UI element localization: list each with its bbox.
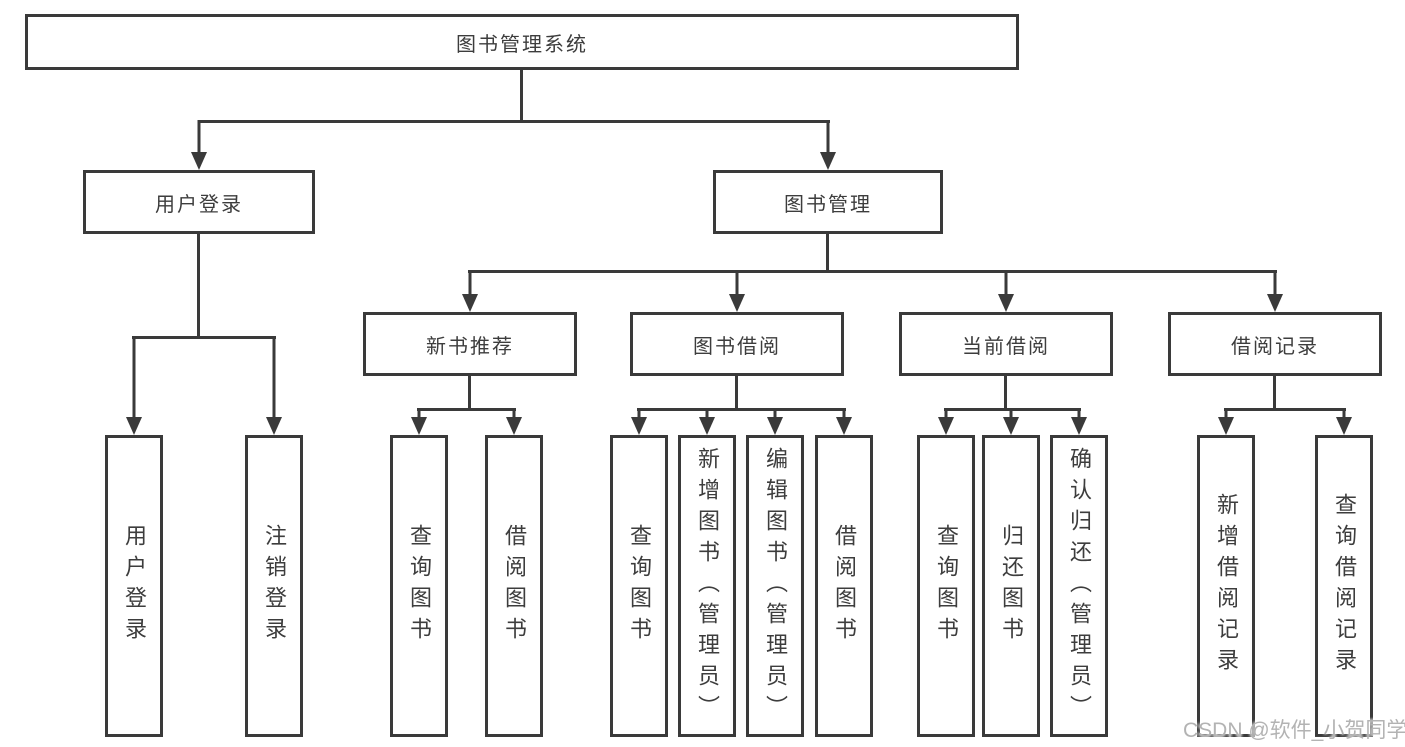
arrow-to-leaf-add-book-admin	[699, 408, 715, 435]
leaf-borrow-books-borrowing: 借阅图书	[815, 435, 873, 737]
arrow-to-leaf-return-book	[1003, 408, 1019, 435]
arrow-to-leaf-query-books-current	[938, 408, 954, 435]
arrow-to-leaf-add-borrow-record	[1218, 408, 1234, 435]
leaf-logout: 注销登录	[245, 435, 303, 737]
node-new-book-recommend: 新书推荐	[363, 312, 577, 376]
node-user-login: 用户登录	[83, 170, 315, 234]
leaf-query-books-borrowing: 查询图书	[610, 435, 668, 737]
connector-root-stem	[520, 70, 523, 122]
arrow-to-leaf-logout	[266, 336, 282, 435]
connector-records-bar	[1224, 408, 1346, 411]
leaf-query-borrow-record: 查询借阅记录	[1315, 435, 1373, 737]
connector-root-bar	[198, 120, 830, 123]
arrow-to-borrowing-records	[1267, 270, 1283, 312]
leaf-confirm-return-admin-label: 确认归还（管理员）	[1067, 446, 1092, 726]
leaf-add-book-admin-label: 新增图书（管理员）	[695, 446, 720, 726]
leaf-add-borrow-record-label: 新增借阅记录	[1214, 493, 1239, 679]
leaf-borrow-books-recommend: 借阅图书	[485, 435, 543, 737]
node-borrowing-records: 借阅记录	[1168, 312, 1382, 376]
arrow-to-leaf-edit-book-admin	[767, 408, 783, 435]
arrow-to-leaf-query-borrow-record	[1336, 408, 1352, 435]
arrow-to-new-book-recommend	[462, 270, 478, 312]
leaf-query-books-current-label: 查询图书	[934, 524, 959, 648]
arrow-to-leaf-query-books-borrowing	[631, 408, 647, 435]
arrow-to-leaf-user-login	[126, 336, 142, 435]
leaf-confirm-return-admin: 确认归还（管理员）	[1050, 435, 1108, 737]
leaf-edit-book-admin: 编辑图书（管理员）	[746, 435, 804, 737]
arrow-to-leaf-confirm-return-admin	[1071, 408, 1087, 435]
connector-records-stem	[1273, 376, 1276, 411]
arrow-to-leaf-query-books-recommend	[411, 408, 427, 435]
arrow-to-book-borrowing	[729, 270, 745, 312]
arrow-to-leaf-borrow-books-borrowing	[836, 408, 852, 435]
leaf-query-books-current: 查询图书	[917, 435, 975, 737]
connector-book-management-stem	[826, 234, 829, 273]
connector-current-stem	[1004, 376, 1007, 411]
leaf-add-book-admin: 新增图书（管理员）	[678, 435, 736, 737]
arrow-to-current-borrowing	[998, 270, 1014, 312]
csdn-watermark: CSDN @软件_小贺同学	[1183, 719, 1405, 742]
connector-new-book-bar	[417, 408, 516, 411]
node-library-management-system: 图书管理系统	[25, 14, 1019, 70]
leaf-query-books-recommend-label: 查询图书	[407, 524, 432, 648]
node-current-borrowing: 当前借阅	[899, 312, 1113, 376]
leaf-return-book-label: 归还图书	[999, 524, 1024, 648]
leaf-add-borrow-record: 新增借阅记录	[1197, 435, 1255, 737]
connector-user-login-bar	[132, 336, 276, 339]
arrow-to-leaf-borrow-books-recommend	[506, 408, 522, 435]
leaf-user-login-label: 用户登录	[122, 524, 147, 648]
connector-book-management-bar	[468, 270, 1277, 273]
leaf-edit-book-admin-label: 编辑图书（管理员）	[763, 446, 788, 726]
leaf-borrow-books-borrowing-label: 借阅图书	[832, 524, 857, 648]
leaf-return-book: 归还图书	[982, 435, 1040, 737]
node-book-borrowing: 图书借阅	[630, 312, 844, 376]
arrow-to-book-management	[820, 120, 836, 170]
leaf-query-books-borrowing-label: 查询图书	[627, 524, 652, 648]
leaf-query-borrow-record-label: 查询借阅记录	[1332, 493, 1357, 679]
node-book-management: 图书管理	[713, 170, 943, 234]
leaf-logout-label: 注销登录	[262, 524, 287, 648]
connector-user-login-stem	[197, 234, 200, 339]
leaf-user-login: 用户登录	[105, 435, 163, 737]
leaf-borrow-books-recommend-label: 借阅图书	[502, 524, 527, 648]
leaf-query-books-recommend: 查询图书	[390, 435, 448, 737]
connector-borrowing-bar	[637, 408, 846, 411]
arrow-to-user-login	[191, 120, 207, 170]
connector-new-book-stem	[468, 376, 471, 411]
connector-borrowing-stem	[735, 376, 738, 411]
